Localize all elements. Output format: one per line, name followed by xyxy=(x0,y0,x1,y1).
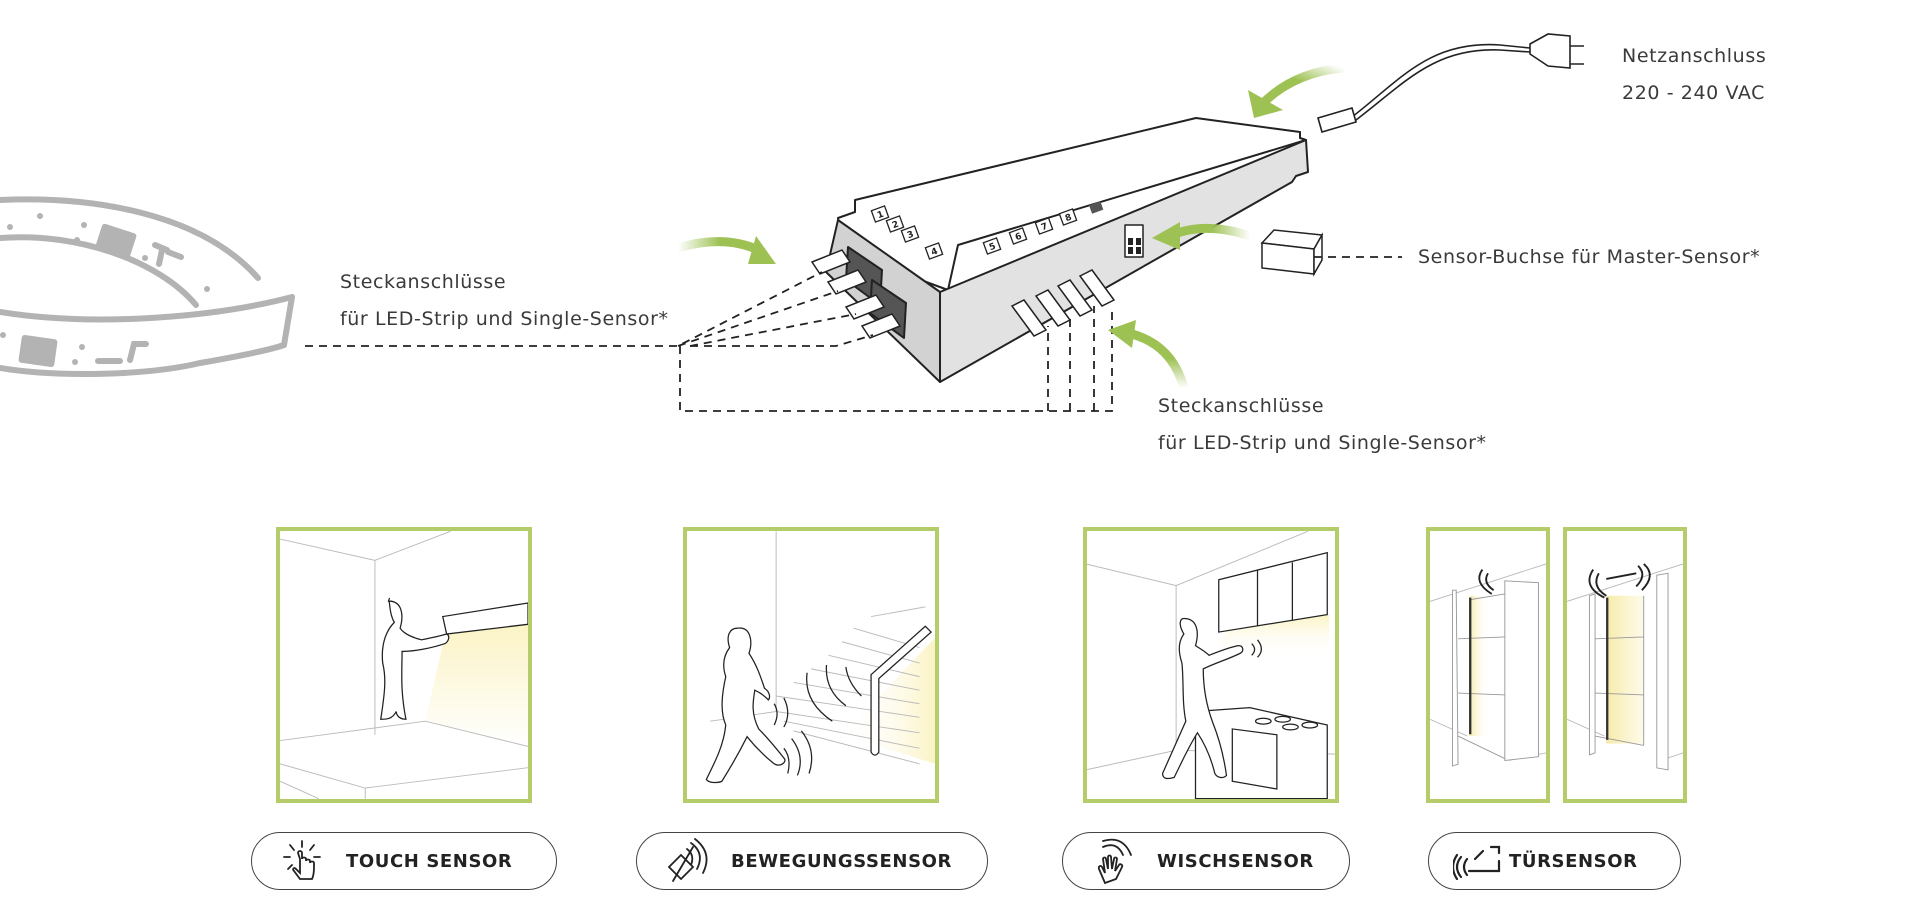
port-number: 7 xyxy=(1040,222,1049,234)
qr-code-icon xyxy=(1088,201,1104,214)
motion-sensor-button[interactable]: BEWEGUNGSSENSOR xyxy=(636,832,988,890)
person-silhouette xyxy=(380,597,450,720)
green-arrows xyxy=(673,63,1347,393)
port-number: 3 xyxy=(906,230,915,242)
arrow-bottom-ports-head xyxy=(1108,320,1136,348)
power-label-title: Netzanschluss xyxy=(1622,45,1767,67)
arrow-left-ports xyxy=(673,237,767,257)
port-number: 5 xyxy=(988,242,997,254)
wardrobe-scene-illustration xyxy=(1430,563,1546,767)
motion-wave-icon xyxy=(667,838,708,882)
port-number: 8 xyxy=(1064,213,1073,225)
master-sensor-module xyxy=(1260,229,1324,277)
port-number: 1 xyxy=(876,210,885,222)
master-sensor-label: Sensor-Buchse für Master-Sensor* xyxy=(1418,246,1761,268)
port-number: 4 xyxy=(930,247,939,259)
power-cable xyxy=(1317,33,1584,133)
wardrobe-open-scene-illustration xyxy=(1567,563,1683,771)
bedroom-scene-illustration xyxy=(280,531,528,799)
arrow-master xyxy=(1167,223,1255,241)
door-sensor-scene-open xyxy=(1563,527,1687,803)
port-number: 2 xyxy=(891,220,900,232)
bottom-ports-subtitle: für LED-Strip und Single-Sensor* xyxy=(1158,432,1487,454)
arrow-left-ports-head xyxy=(748,236,776,264)
door-sensor-icon xyxy=(1453,845,1501,881)
arrow-power xyxy=(1257,63,1347,109)
dashed-connector-lines xyxy=(305,256,1402,412)
wave-sensor-label: WISCHSENSOR xyxy=(1157,850,1314,872)
touch-sensor-button[interactable]: TOUCH SENSOR xyxy=(251,832,557,890)
wave-sensor-button[interactable]: WISCHSENSOR xyxy=(1062,832,1350,890)
arrow-master-head xyxy=(1152,222,1180,250)
touch-sensor-label: TOUCH SENSOR xyxy=(346,850,513,872)
end-connector-plugs xyxy=(810,249,902,339)
wave-hand-icon xyxy=(1097,838,1132,885)
side-connector-plugs xyxy=(1010,269,1116,337)
left-ports-label: Steckanschlüsse für LED-Strip und Single… xyxy=(340,264,669,338)
wave-sensor-scene xyxy=(1083,527,1339,803)
person-silhouette xyxy=(1161,617,1244,780)
arrow-power-head xyxy=(1248,90,1283,118)
kitchen-scene-illustration xyxy=(1087,531,1335,799)
power-label: Netzanschluss 220 - 240 VAC xyxy=(1622,38,1766,112)
bottom-ports-title: Steckanschlüsse xyxy=(1158,395,1325,417)
door-sensor-scene-closed xyxy=(1426,527,1550,803)
bottom-ports-label: Steckanschlüsse für LED-Strip und Single… xyxy=(1158,388,1487,462)
motion-sensor-scene xyxy=(683,527,939,803)
left-ports-subtitle: für LED-Strip und Single-Sensor* xyxy=(340,308,669,330)
door-sensor-button[interactable]: TÜRSENSOR xyxy=(1428,832,1681,890)
power-label-value: 220 - 240 VAC xyxy=(1622,82,1766,104)
touch-sensor-scene xyxy=(276,527,532,803)
person-silhouette xyxy=(705,627,786,784)
port-number-labels: 1 2 3 4 5 6 7 8 xyxy=(870,201,1104,260)
touch-hand-icon xyxy=(283,840,321,880)
arrow-bottom-ports xyxy=(1127,329,1189,393)
door-sensor-label: TÜRSENSOR xyxy=(1509,850,1638,872)
motion-sensor-label: BEWEGUNGSSENSOR xyxy=(731,850,953,872)
left-ports-title: Steckanschlüsse xyxy=(340,271,507,293)
led-strip-illustration xyxy=(0,196,295,378)
port-number: 6 xyxy=(1014,232,1023,244)
staircase-scene-illustration xyxy=(705,531,935,784)
